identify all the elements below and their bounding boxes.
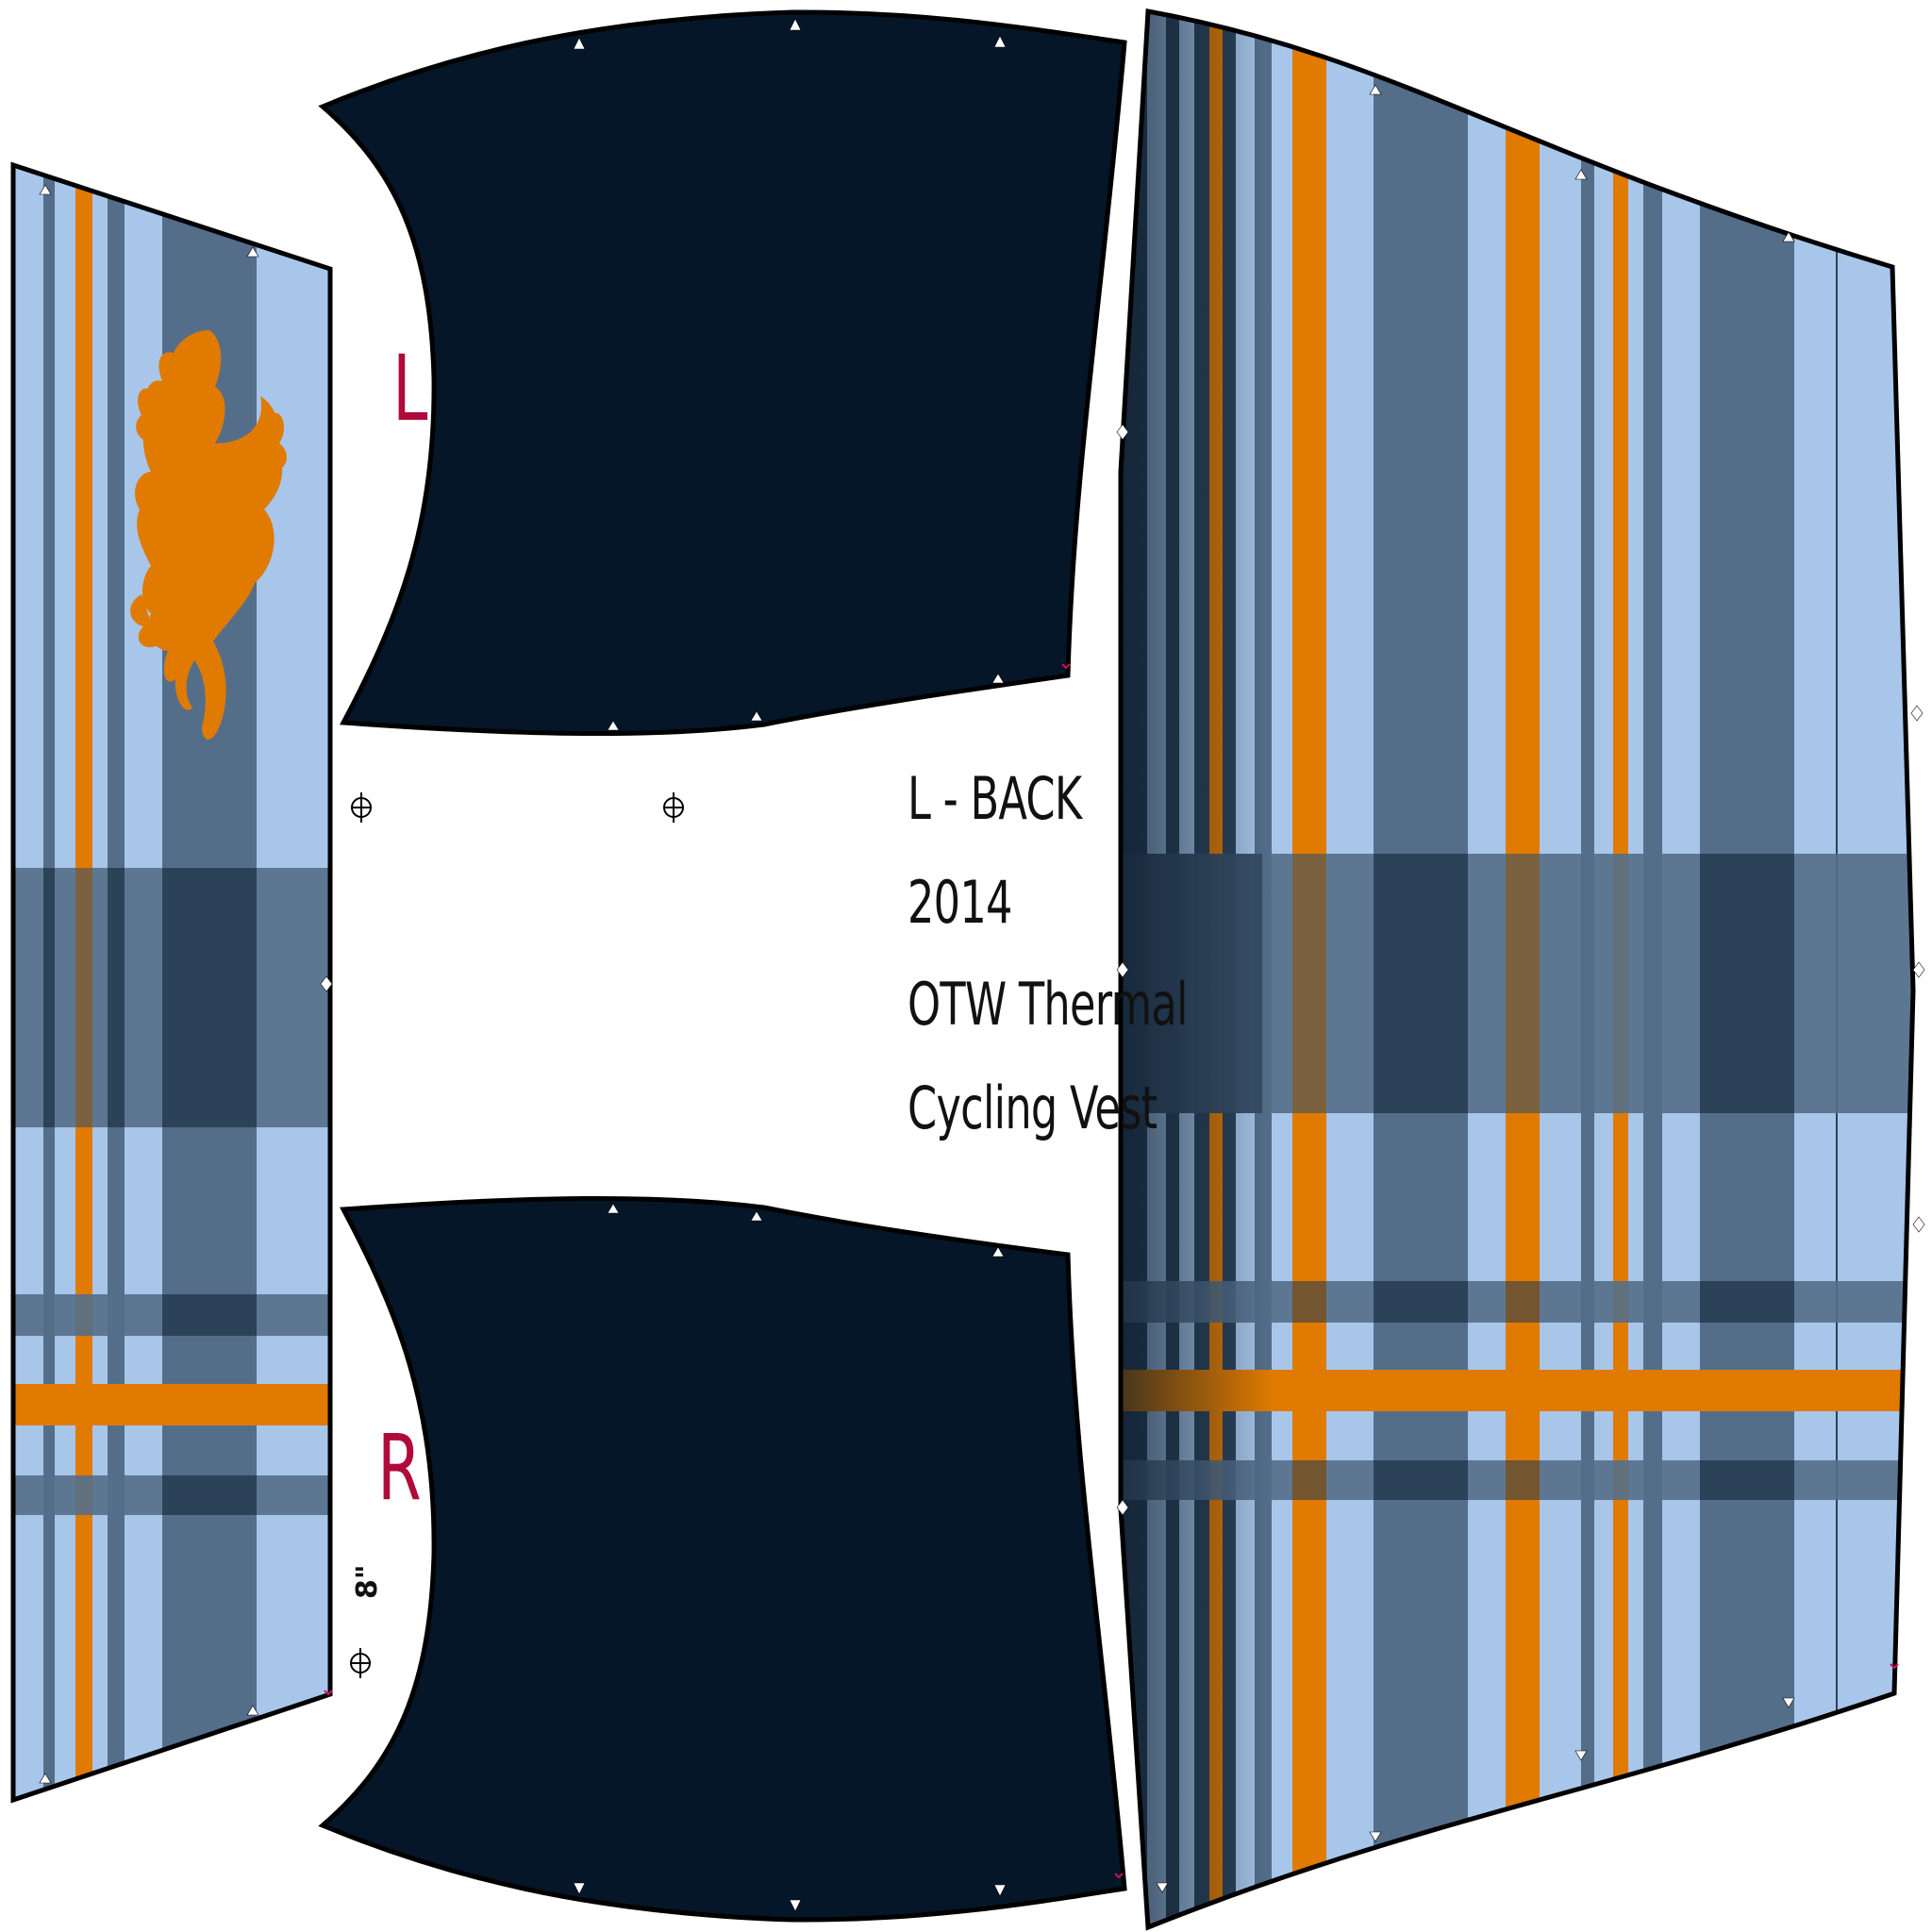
year: 2014 bbox=[908, 868, 1012, 937]
left-front-panel bbox=[13, 165, 330, 1800]
lion-rampant-icon bbox=[130, 330, 287, 740]
registration-crosshair-icon bbox=[663, 792, 684, 823]
pocket-piece-right bbox=[318, 1195, 1127, 1923]
registration-crosshair-icon bbox=[350, 1648, 371, 1678]
pocket-piece-left bbox=[318, 9, 1127, 737]
piece-name: L - BACK bbox=[908, 764, 1082, 833]
left-side-label: L bbox=[392, 336, 428, 441]
notch-marker-icon bbox=[39, 18, 1925, 1912]
product-line: OTW Thermal bbox=[908, 970, 1188, 1039]
registration-crosshair-icon bbox=[351, 792, 372, 823]
right-side-label: R bbox=[377, 1415, 422, 1521]
back-panel bbox=[1121, 11, 1913, 1927]
size-mark-label: 8" bbox=[351, 1564, 384, 1599]
product-type: Cycling Vest bbox=[908, 1074, 1158, 1142]
